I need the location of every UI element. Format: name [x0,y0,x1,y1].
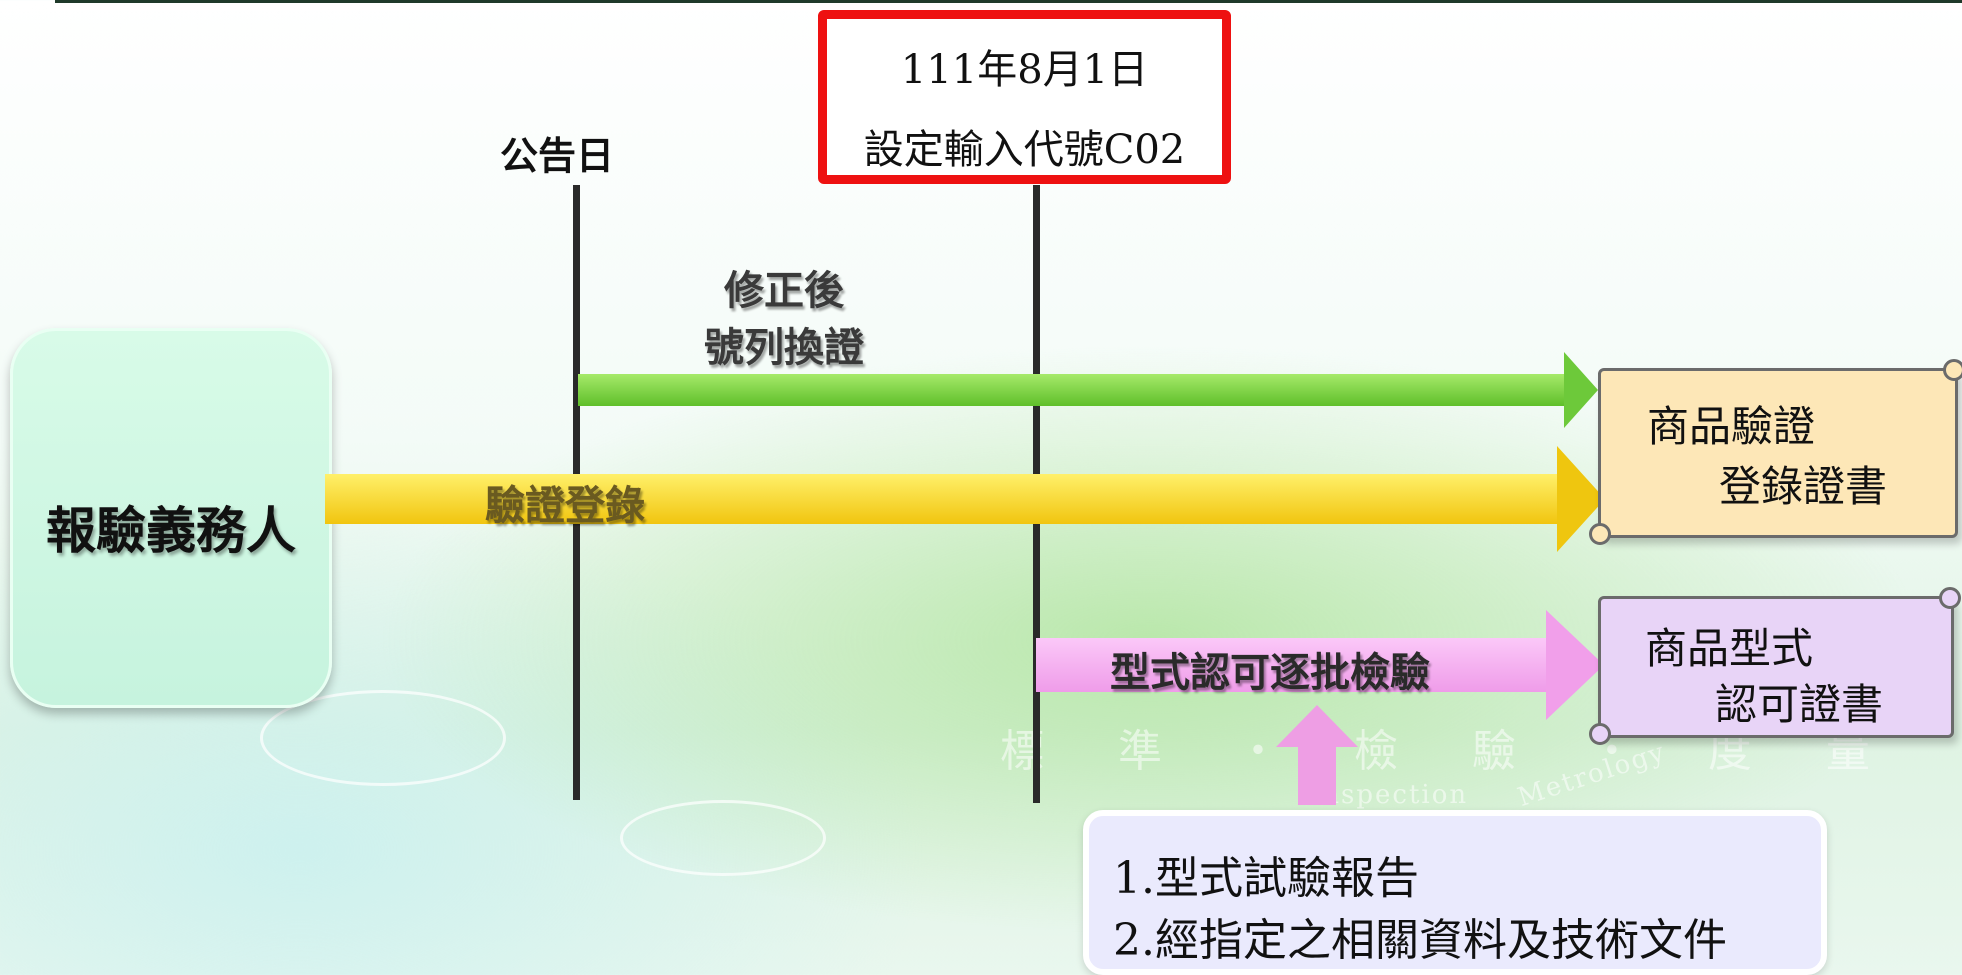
watermark-english: Inspection [1310,780,1469,810]
pink-arrow-label: 型式認可逐批檢驗 [1110,649,1430,696]
watermark-ellipse [260,690,506,786]
announcement-date-label: 公告日 [500,133,615,178]
type-approval-certificate-line2: 認可證書 [1715,680,1884,729]
watermark-ellipse [620,800,826,876]
requirement-item-2: 2.經指定之相關資料及技術文件 [1113,915,1727,966]
registration-certificate-line1: 商品驗證 [1647,402,1816,451]
requirement-up-arrow-stem [1298,745,1336,805]
yellow-arrow [325,446,1605,552]
type-approval-certificate-scroll: 商品型式 認可證書 [1589,587,1961,745]
pink-arrow [1036,610,1604,720]
green-arrow-shaft [578,374,1564,406]
requirement-item-1: 1.型式試驗報告 [1113,853,1419,904]
effective-date-text: 111年8月1日 [900,47,1149,93]
scroll-curl-icon [1939,587,1961,609]
green-arrow-label-line2: 號列換證 [704,324,864,371]
registration-certificate-line2: 登錄證書 [1719,462,1888,511]
inspection-obligor-label: 報驗義務人 [46,501,296,560]
yellow-arrow-label: 驗證登錄 [485,482,645,529]
green-arrow-head [1564,352,1598,428]
scroll-curl-icon [1589,523,1611,545]
type-approval-certificate-line1: 商品型式 [1645,624,1814,673]
top-rule [55,0,1962,3]
scroll-curl-icon [1589,723,1611,745]
green-arrow-label-line1: 修正後 [724,267,844,314]
pink-arrow-shaft [1036,638,1546,692]
pink-arrow-head [1546,610,1604,720]
registration-certificate-scroll: 商品驗證 登錄證書 [1589,359,1962,545]
inspection-obligor-box: 報驗義務人 [10,328,332,708]
scroll-curl-icon [1943,359,1962,381]
effective-date-box: 111年8月1日 設定輸入代號C02 [818,10,1231,184]
input-code-text: 設定輸入代號C02 [863,127,1186,173]
yellow-arrow-shaft [325,474,1557,524]
requirement-up-arrow-head [1276,705,1358,747]
requirements-note: 1.型式試驗報告 2.經指定之相關資料及技術文件 [1083,810,1827,975]
green-arrow [578,352,1598,428]
